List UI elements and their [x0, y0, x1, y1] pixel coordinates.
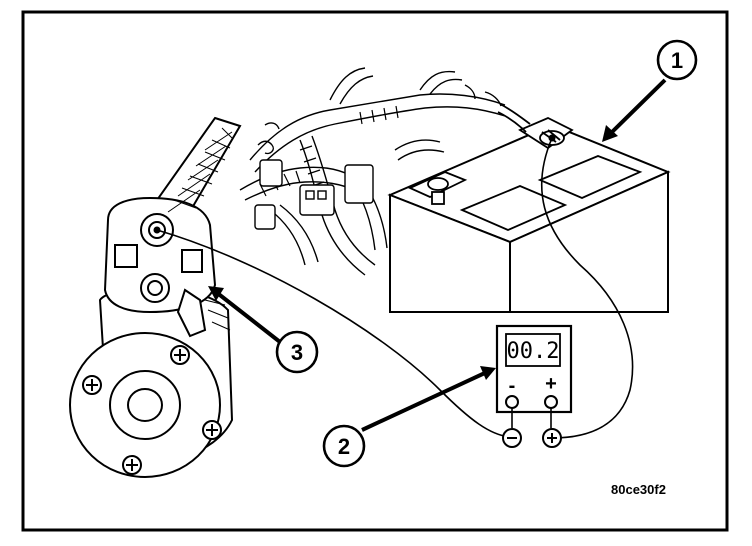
voltmeter-reading: 00.2: [507, 339, 560, 364]
battery-side: [509, 170, 669, 313]
meter-negative-label: -: [509, 375, 516, 397]
cable-braid: [167, 127, 233, 213]
negative-test-lead: [156, 229, 511, 438]
figure-id-label: 80ce30f2: [611, 482, 666, 497]
negative-battery-clamp: [407, 171, 468, 205]
positive-test-lead: [540, 137, 634, 439]
starter-motor: [69, 116, 242, 478]
callout-1-number: 1: [671, 48, 683, 73]
callout-2-number: 2: [338, 434, 350, 459]
test-probe-tips: [153, 134, 556, 234]
meter-positive-socket: [544, 395, 558, 409]
battery: [387, 123, 671, 313]
meter-negative-socket: [505, 395, 519, 409]
figure-border: [21, 10, 729, 532]
meter-positive-label: +: [545, 373, 557, 395]
solenoid-housing: [103, 196, 217, 314]
callout-3: 3: [208, 286, 319, 374]
voltmeter-display: [505, 333, 561, 367]
callout-3-number: 3: [291, 340, 303, 365]
test-leads: [156, 137, 634, 439]
callout-1: 1: [602, 39, 698, 142]
battery-cap-left: [459, 185, 568, 231]
battery-cap-right: [537, 155, 643, 199]
harness-connectors: [254, 159, 374, 230]
voltmeter: 00.2 - +: [495, 324, 573, 448]
callout-2: 2: [322, 366, 496, 468]
starter-motor-shading: [204, 299, 231, 331]
